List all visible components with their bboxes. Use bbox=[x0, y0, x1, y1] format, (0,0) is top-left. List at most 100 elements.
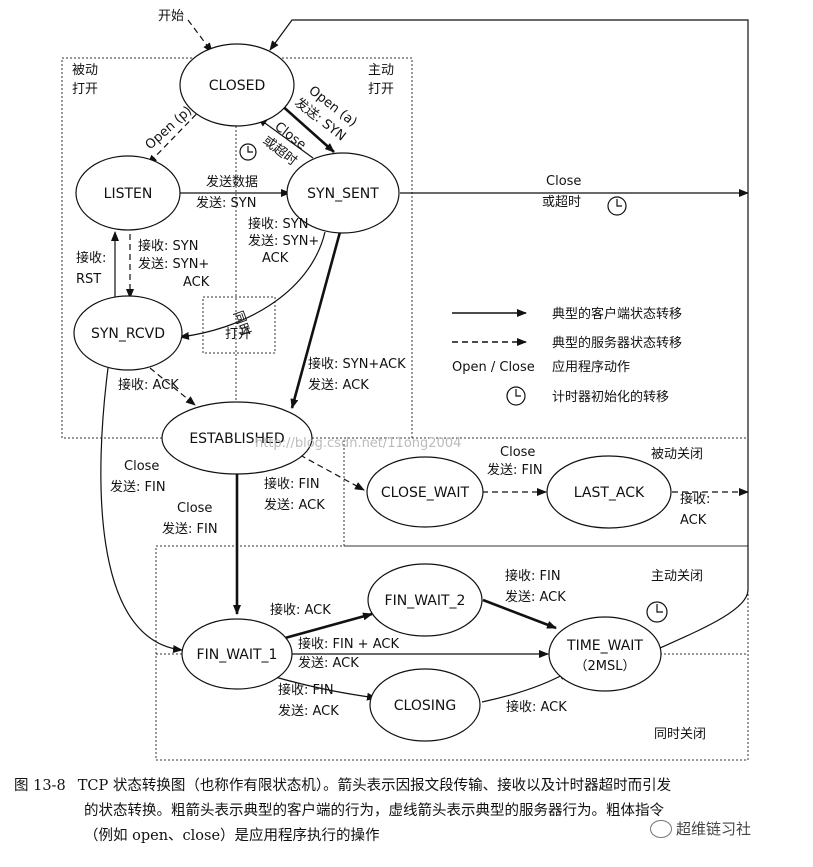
state-syn-rcvd-label: SYN_RCVD bbox=[91, 326, 165, 342]
open-p-label: Open (p) bbox=[143, 104, 196, 153]
send-data-label: 发送数据 bbox=[206, 174, 258, 190]
state-labels: CLOSED LISTEN SYN_SENT SYN_RCVD ESTABLIS… bbox=[91, 78, 645, 714]
synsent-recv-2: 发送: SYN+ bbox=[248, 233, 319, 249]
closewait-close-2: 发送: FIN bbox=[487, 462, 543, 478]
client-transitions bbox=[100, 19, 749, 703]
lastack-recv-1: 接收: bbox=[680, 491, 710, 507]
arrow-timewait-to-closed bbox=[269, 19, 749, 649]
states bbox=[73, 43, 672, 742]
state-fin-wait-1-label: FIN_WAIT_1 bbox=[197, 647, 278, 663]
recv-rst-2: RST bbox=[76, 272, 101, 287]
fin-ack-1: 接收: FIN + ACK bbox=[298, 636, 399, 652]
state-last-ack bbox=[546, 455, 672, 529]
caption-line-2: 的状态转换。粗箭头表示典型的客户端的行为，虚线箭头表示典型的服务器行为。粗体指令 bbox=[84, 803, 664, 819]
closing-recv-ack: 接收: ACK bbox=[506, 699, 567, 715]
fw2-recv-2: 发送: ACK bbox=[505, 589, 566, 605]
brand-watermark: 超维链习社 bbox=[650, 818, 751, 839]
arrow-synsent-to-synrcvd bbox=[179, 231, 326, 340]
arrow-established-to-closewait bbox=[299, 454, 365, 491]
listen-recv-3: ACK bbox=[183, 275, 210, 290]
fw2-recv-1: 接收: FIN bbox=[505, 568, 561, 584]
passive-open-label-1: 被动 bbox=[72, 63, 98, 78]
synsent-close-2: 或超时 bbox=[542, 195, 581, 210]
legend-timer-text: 计时器初始化的转移 bbox=[552, 389, 669, 405]
est-recv-fin-2: 发送: ACK bbox=[264, 497, 325, 513]
legend-app-text: 应用程序动作 bbox=[552, 359, 630, 375]
arrow-finwait1-to-closing bbox=[267, 674, 377, 701]
arrow-synrcvd-to-finwait1 bbox=[100, 367, 183, 653]
state-close-wait-label: CLOSE_WAIT bbox=[381, 485, 470, 501]
recv-rst-1: 接收: bbox=[76, 250, 106, 266]
arrow-start bbox=[187, 19, 213, 53]
state-fin-wait-2 bbox=[367, 563, 483, 637]
passive-close-label: 被动关闭 bbox=[651, 447, 703, 462]
listen-recv-1: 接收: SYN bbox=[138, 238, 198, 254]
state-closed-label: CLOSED bbox=[209, 78, 266, 94]
active-open-label-1: 主动 bbox=[368, 63, 394, 78]
timer-icon bbox=[607, 196, 627, 216]
timer-icon bbox=[239, 143, 257, 161]
state-listen-label: LISTEN bbox=[104, 186, 153, 202]
est-close-2: 发送: FIN bbox=[162, 521, 218, 537]
state-closing-label: CLOSING bbox=[394, 698, 456, 714]
arrow-synsent-to-established bbox=[290, 231, 342, 409]
arrow-finwait1-to-finwait2 bbox=[284, 612, 373, 640]
passive-open-label-2: 打开 bbox=[72, 82, 98, 97]
fin-ack-2: 发送: ACK bbox=[298, 655, 359, 671]
send-syn-label: 发送: SYN bbox=[196, 195, 256, 211]
legend: 典型的客户端状态转移 典型的服务器状态转移 Open / Close 应用程序动… bbox=[452, 306, 682, 405]
synrcvd-close-2: 发送: FIN bbox=[110, 479, 166, 495]
caption-text-1: TCP 状态转换图（也称作有限状态机）。箭头表示因报文段传输、接收以及计时器超时… bbox=[77, 778, 672, 794]
state-syn-sent-label: SYN_SENT bbox=[307, 186, 379, 202]
synrcvd-close-1: Close bbox=[124, 459, 159, 474]
est-recv-fin-1: 接收: FIN bbox=[264, 476, 320, 492]
state-syn-sent bbox=[286, 152, 400, 234]
tcp-state-diagram: CLOSED LISTEN SYN_SENT SYN_RCVD ESTABLIS… bbox=[61, 9, 749, 761]
legend-server-text: 典型的服务器状态转移 bbox=[552, 335, 682, 351]
closewait-close-1: Close bbox=[500, 445, 535, 460]
legend-app-key: Open / Close bbox=[452, 360, 535, 375]
simul-open-2: 打开 bbox=[225, 327, 251, 342]
synsent-close-1: Close bbox=[546, 174, 581, 189]
fw1-recv-fin-1: 接收: FIN bbox=[278, 682, 334, 698]
arrow-closing-to-timewait bbox=[481, 671, 569, 703]
state-established bbox=[161, 401, 313, 475]
active-close-label: 主动关闭 bbox=[651, 569, 703, 584]
synrcvd-recv-ack: 接收: ACK bbox=[118, 377, 179, 393]
lastack-recv-2: ACK bbox=[680, 513, 707, 528]
simultaneous-open-box bbox=[202, 296, 276, 354]
state-closing bbox=[369, 668, 481, 742]
watermark-url: http://blog.csdn.net/11ong2004 bbox=[255, 436, 461, 451]
state-syn-rcvd bbox=[73, 295, 183, 371]
state-closed bbox=[179, 43, 295, 127]
caption-line-3: （例如 open、close）是应用程序执行的操作 bbox=[84, 828, 380, 844]
state-fin-wait-1 bbox=[181, 618, 293, 690]
timer-icon bbox=[506, 386, 526, 406]
state-time-wait bbox=[548, 616, 662, 692]
fw1-recv-fin-2: 发送: ACK bbox=[278, 703, 339, 719]
est-close-1: Close bbox=[177, 501, 212, 516]
state-time-wait-sub: （2MSL） bbox=[575, 659, 636, 674]
state-fin-wait-2-label: FIN_WAIT_2 bbox=[385, 593, 466, 609]
state-close-wait bbox=[366, 456, 484, 528]
start-label: 开始 bbox=[158, 9, 184, 24]
recv-synack-1: 接收: SYN+ACK bbox=[308, 356, 406, 372]
active-open-label-2: 打开 bbox=[368, 82, 394, 97]
simul-close-label: 同时关闭 bbox=[654, 727, 706, 742]
synsent-recv-1: 接收: SYN bbox=[248, 216, 308, 232]
arrow-finwait2-to-timewait bbox=[482, 598, 557, 630]
state-time-wait-label: TIME_WAIT bbox=[566, 638, 643, 654]
recv-synack-2: 发送: ACK bbox=[308, 377, 369, 393]
state-last-ack-label: LAST_ACK bbox=[574, 485, 645, 501]
state-established-label: ESTABLISHED bbox=[189, 431, 284, 447]
arrow-synsent-to-closed bbox=[257, 117, 314, 159]
state-listen bbox=[75, 155, 181, 231]
timer-icons bbox=[239, 143, 668, 623]
synsent-recv-3: ACK bbox=[262, 251, 289, 266]
wechat-icon bbox=[650, 819, 672, 838]
brand-watermark-text: 超维链习社 bbox=[676, 820, 752, 838]
fw1-recv-ack: 接收: ACK bbox=[270, 602, 331, 618]
legend-client-text: 典型的客户端状态转移 bbox=[552, 306, 682, 322]
